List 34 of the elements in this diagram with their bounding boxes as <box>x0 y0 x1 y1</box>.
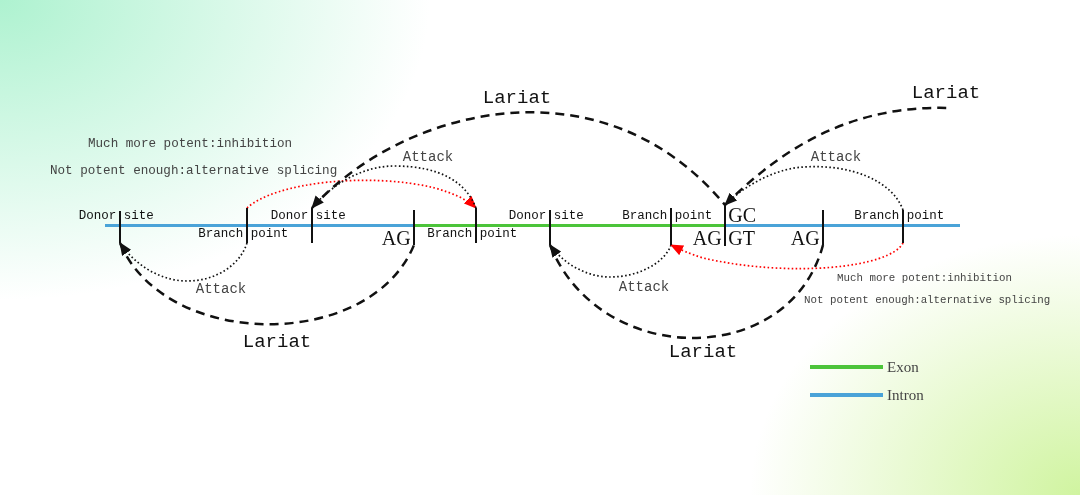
site-label: Donor site <box>270 210 346 223</box>
dotted-arrow <box>670 242 904 270</box>
nucleotide-label: GC <box>728 205 757 225</box>
edge-label: Lariat <box>242 331 312 353</box>
site-label: Donor site <box>78 210 154 223</box>
note-text: Much more potent:inhibition <box>88 136 293 151</box>
edge-label: Lariat <box>668 341 738 363</box>
dotted-arrow <box>246 179 477 209</box>
note-text: Much more potent:inhibition <box>837 271 1012 284</box>
site-label: Branch point <box>854 210 945 223</box>
legend-label: Exon <box>887 359 919 376</box>
nucleotide-label: GT <box>728 228 755 248</box>
site-label: Donor site <box>508 210 584 223</box>
edge-label: Attack <box>402 149 454 165</box>
edge-label: Lariat <box>482 87 552 109</box>
edge-label: Attack <box>195 281 247 297</box>
note-text: Not potent enough:alternative splicing <box>50 163 338 178</box>
nucleotide-label: AG <box>790 228 820 248</box>
legend-label: Intron <box>887 387 924 404</box>
site-label: Branch point <box>622 210 713 223</box>
attack-arrow <box>119 242 248 282</box>
note-text: Not potent enough:alternative splicing <box>804 293 1051 306</box>
edge-label: Attack <box>810 149 862 165</box>
attack-arrow <box>724 165 904 211</box>
edge-label: Attack <box>618 279 670 295</box>
lariat-arc <box>548 244 825 340</box>
attack-arrow <box>549 244 672 278</box>
site-label: Branch point <box>427 228 518 241</box>
nucleotide-label: AG <box>381 228 411 248</box>
site-label: Branch point <box>198 228 289 241</box>
edge-label: Lariat <box>911 82 981 104</box>
attack-arrow <box>311 165 477 209</box>
nucleotide-label: AG <box>692 228 722 248</box>
lariat-arc <box>118 242 416 326</box>
